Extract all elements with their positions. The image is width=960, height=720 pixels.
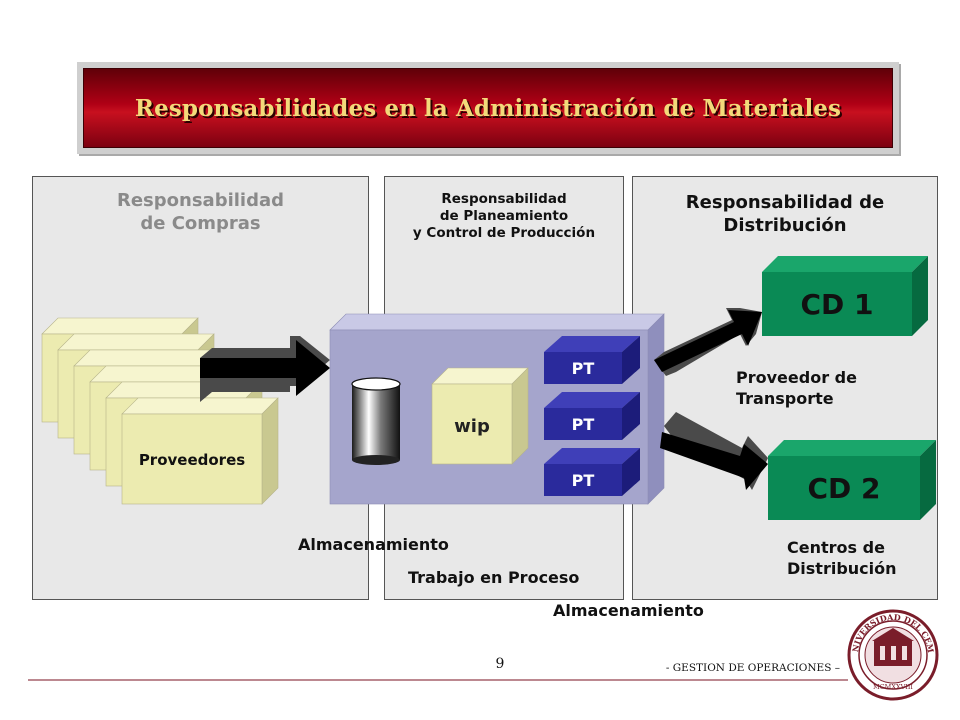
trabajo-en-proceso-label: Trabajo en Proceso: [408, 568, 580, 587]
panel-distribucion-title-line2: Distribución: [723, 214, 847, 236]
page-number: 9: [495, 656, 505, 672]
centros-distribucion-label: Centros de Distribución: [787, 538, 897, 580]
proveedor-transporte-label: Proveedor de Transporte: [736, 368, 857, 410]
proveedores-label: Proveedores: [138, 451, 246, 469]
cd1-label: CD 1: [800, 287, 874, 321]
arrow-to-cd1: [654, 308, 762, 376]
pt-cube-2: [544, 392, 640, 440]
seal-year: MCMXXVIII: [873, 683, 913, 691]
pt-label-1: PT: [571, 358, 595, 378]
proveedor-transporte-line1: Proveedor de: [736, 368, 857, 387]
panel-distribucion-title: Responsabilidad de Distribución: [632, 192, 938, 237]
supplier-stack: [41, 317, 279, 505]
panel-compras-title-line1: Responsabilidad: [116, 190, 285, 211]
panel-planeamiento-title-line2: de Planeamiento: [439, 207, 569, 224]
panel-planeamiento-title-line1: Responsabilidad: [441, 191, 567, 207]
almacenamiento-label-2: Almacenamiento: [553, 601, 704, 620]
cd1-cube: [762, 256, 928, 336]
cd2-cube: [768, 440, 936, 520]
pt-label-3: PT: [571, 470, 595, 490]
centros-line1: Centros de: [787, 538, 885, 557]
arrow-suppliers-to-process: [200, 336, 330, 402]
panel-compras-title-line2: de Compras: [140, 212, 261, 234]
storage-cylinder: [351, 377, 401, 465]
centros-line2: Distribución: [787, 558, 897, 578]
arrow-to-cd2: [660, 412, 768, 490]
panel-compras-title: Responsabilidad de Compras: [32, 190, 369, 235]
wip-cube: [431, 367, 529, 465]
panel-planeamiento-title-line3: y Control de Producción: [412, 224, 596, 241]
pt-cube-1: [544, 336, 640, 384]
pt-label-2: PT: [571, 414, 595, 434]
course-footer: - GESTION DE OPERACIONES –: [665, 662, 840, 674]
panel-planeamiento-title: Responsabilidad de Planeamiento y Contro…: [384, 191, 624, 242]
proveedor-transporte-line2: Transporte: [736, 388, 834, 408]
cd2-label: CD 2: [807, 471, 881, 505]
slide-title: Responsabilidades en la Administración d…: [134, 94, 842, 122]
pt-cube-3: [544, 448, 640, 496]
panel-distribucion-title-line1: Responsabilidad de: [685, 192, 885, 213]
title-banner: [83, 68, 893, 148]
almacenamiento-label-1: Almacenamiento: [298, 535, 449, 554]
wip-label: wip: [454, 415, 490, 437]
supplier-cube-6: [121, 397, 279, 505]
